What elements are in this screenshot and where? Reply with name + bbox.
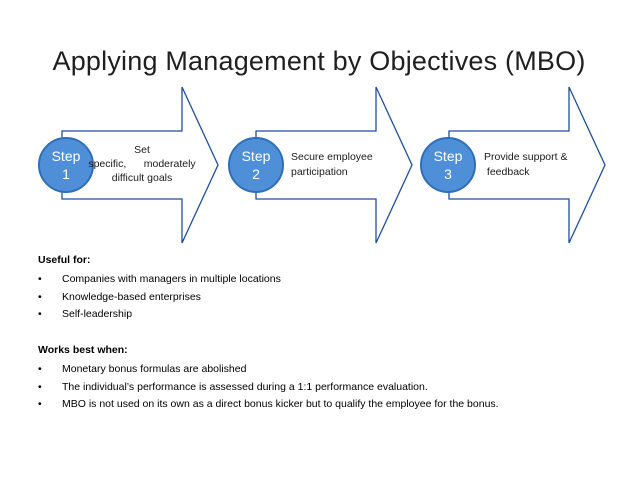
list-item: •MBO is not used on its own as a direct … (38, 398, 499, 410)
list-item: •Monetary bonus formulas are abolished (38, 363, 247, 375)
page-title: Applying Management by Objectives (MBO) (52, 46, 586, 76)
step-2-number: 2 (252, 166, 260, 182)
works-best-list: •Monetary bonus formulas are abolished •… (38, 361, 499, 414)
step-1-arrow (61, 86, 219, 244)
useful-for-list: •Companies with managers in multiple loc… (38, 271, 281, 324)
step-1-badge: Step 1 (38, 137, 94, 193)
step-1-text: Set specific, moderately difficult goals (88, 144, 196, 184)
list-item: •Self-leadership (38, 308, 133, 320)
step-3-badge: Step 3 (420, 137, 476, 193)
useful-for-heading: Useful for: (38, 254, 91, 266)
step-2-badge: Step 2 (228, 137, 284, 193)
step-2-arrow (255, 86, 413, 244)
step-1-number: 1 (62, 166, 70, 182)
step-3-text: Provide support & feedback (484, 151, 568, 178)
step-1-label: Step (51, 148, 81, 164)
step-2-text: Secure employee participation (291, 151, 373, 178)
list-item: •Companies with managers in multiple loc… (38, 273, 281, 285)
list-item: •The individual’s performance is assesse… (38, 380, 428, 393)
step-3-label: Step (433, 148, 463, 164)
step-3-number: 3 (444, 166, 452, 182)
step-3-arrow (448, 86, 606, 244)
list-item: •Knowledge-based enterprises (38, 290, 201, 303)
step-2-label: Step (241, 148, 271, 164)
works-best-heading: Works best when: (38, 344, 128, 356)
